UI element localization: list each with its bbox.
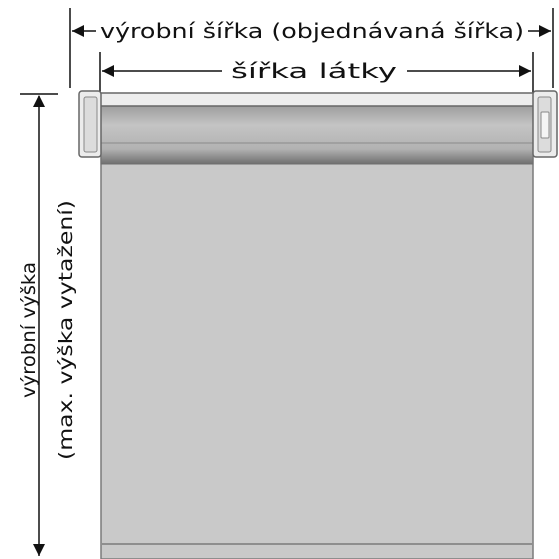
roller-tube — [100, 103, 534, 165]
cassette-top-bar — [79, 92, 555, 107]
production-height-dimension — [20, 93, 58, 556]
right-end-cap — [532, 90, 558, 158]
production-height-label: výrobní výška — [18, 262, 40, 398]
fabric-width-label: šířka látky — [231, 59, 397, 83]
production-width-label: výrobní šířka (objednávaná šířka) — [100, 19, 524, 43]
fabric-width-dimension: šířka látky — [102, 59, 531, 83]
fabric-panel — [100, 103, 534, 559]
left-end-cap — [78, 90, 102, 158]
production-width-dimension: výrobní šířka (objednávaná šířka) — [72, 19, 551, 43]
max-extension-height-label: (max. výška vytažení) — [55, 200, 77, 460]
